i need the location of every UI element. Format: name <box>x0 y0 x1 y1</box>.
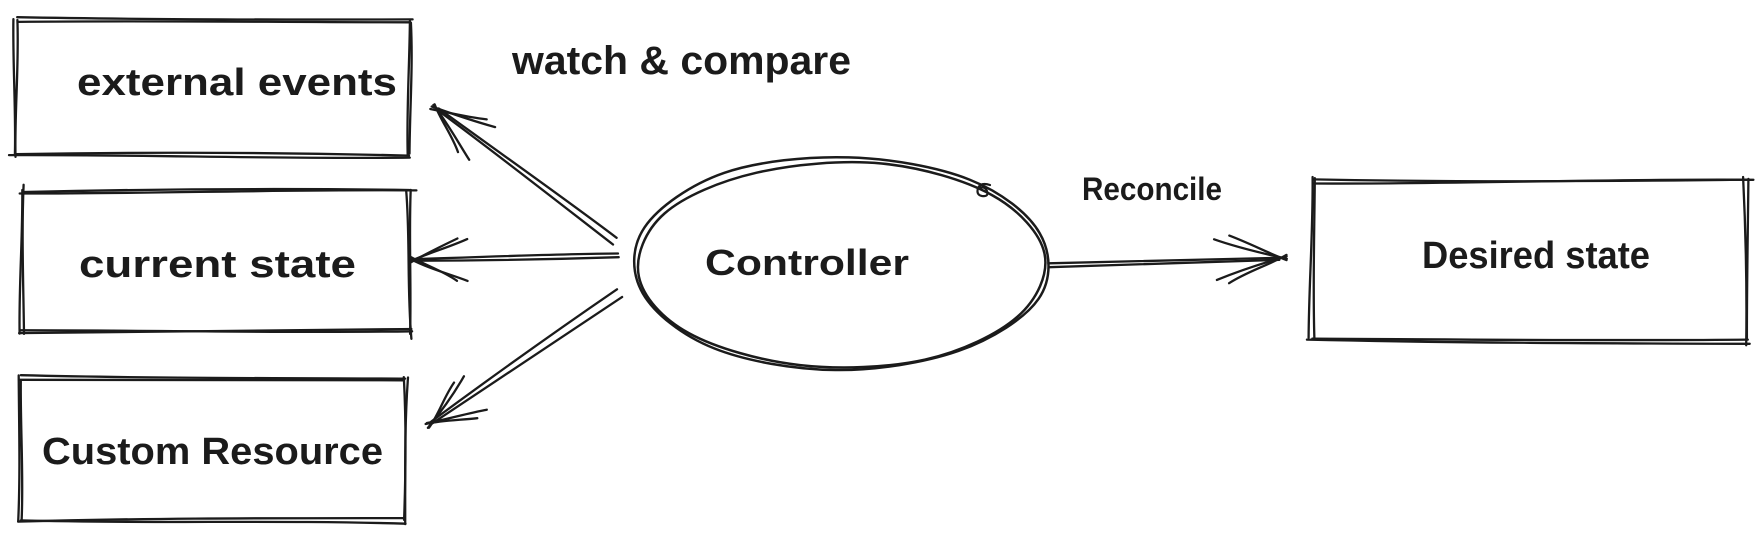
svg-text:current state: current state <box>79 244 356 286</box>
svg-text:Custom Resource: Custom Resource <box>42 431 383 473</box>
svg-text:external events: external events <box>77 62 397 104</box>
svg-text:watch & compare: watch & compare <box>511 39 851 83</box>
svg-text:Controller: Controller <box>705 242 909 283</box>
svg-text:Reconcile: Reconcile <box>1082 171 1222 207</box>
svg-text:Desired state: Desired state <box>1422 235 1650 277</box>
